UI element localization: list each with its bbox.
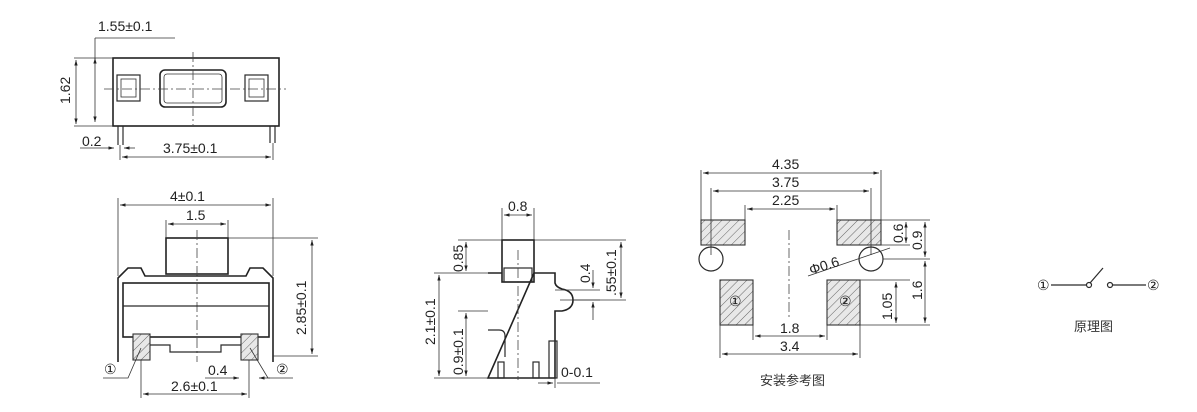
dimension-0-6-pad: 0.6 bbox=[881, 219, 930, 246]
dimension-2-25: 2.25 bbox=[744, 192, 838, 220]
side-view: 0.8 0.85 2.1±0.1 0.9±0.1 0.4 bbox=[422, 198, 626, 388]
pad-1-label: ① bbox=[729, 293, 742, 309]
dimension-2-6: 2.6±0.1 bbox=[140, 360, 250, 398]
dimension-0-85: 0.85 bbox=[450, 239, 502, 272]
dimension-3-75-pad: 3.75 bbox=[710, 174, 872, 255]
dimension-4-35: 4.35 bbox=[700, 156, 882, 220]
top-view-body bbox=[104, 52, 286, 145]
dim-label: 0.9±0.1 bbox=[450, 328, 466, 375]
terminal-1-callout: ① bbox=[103, 347, 142, 379]
dim-label: 2.6±0.1 bbox=[171, 378, 218, 394]
dimension-3-4: 3.4 bbox=[719, 325, 861, 358]
dimension-0-0-1: 0-0.1 bbox=[538, 364, 600, 388]
dimension-2-85: 2.85±0.1 bbox=[228, 237, 318, 357]
dim-label: 0.8 bbox=[508, 198, 528, 214]
dim-label: 4.35 bbox=[772, 156, 799, 172]
dim-label: 1.62 bbox=[57, 77, 73, 104]
schematic-terminal-2: ② bbox=[1147, 277, 1160, 293]
dimension-0-4: 0.4 bbox=[205, 362, 270, 380]
dim-label: 0.2 bbox=[82, 133, 102, 149]
dimension-1-55: 1.55±0.1 bbox=[93, 18, 175, 122]
mounting-reference: ① ② 4.35 3.75 2.25 0.6 bbox=[698, 156, 930, 389]
top-view: 1.55±0.1 1.62 0.2 3.75±0.1 bbox=[57, 18, 286, 160]
dimension-1-6: 1.6 bbox=[860, 261, 930, 326]
dim-label: Φ0.6 bbox=[807, 253, 841, 278]
dim-label: 0.4 bbox=[577, 263, 593, 283]
side-view-body bbox=[486, 239, 574, 380]
dimension-0-2: 0.2 bbox=[80, 133, 135, 150]
contact-left bbox=[1085, 281, 1093, 289]
dim-label: .55±0.1 bbox=[603, 249, 619, 296]
switch-lever bbox=[1089, 267, 1104, 284]
dimension-2-1: 2.1±0.1 bbox=[422, 272, 488, 379]
dimension-1-8: 1.8 bbox=[752, 320, 828, 340]
dim-label: 0.85 bbox=[450, 245, 466, 272]
terminal-2-callout: ② bbox=[249, 347, 293, 379]
front-view: 4±0.1 1.5 2.85±0.1 0.4 2.6±0.1 ① bbox=[103, 188, 318, 398]
dim-label: 1.05 bbox=[879, 293, 895, 320]
dim-label: 2.25 bbox=[772, 192, 799, 208]
dim-label: 1.5 bbox=[186, 207, 206, 223]
dim-label: 1.55±0.1 bbox=[98, 18, 153, 34]
dimension-0-8: 0.8 bbox=[501, 198, 535, 240]
dim-label: 3.4 bbox=[780, 338, 800, 354]
terminal-2-label: ② bbox=[276, 361, 289, 377]
dimension-right-height: .55±0.1 bbox=[534, 239, 626, 301]
mounting-pads: ① ② bbox=[698, 219, 884, 326]
dim-label: 2.85±0.1 bbox=[293, 280, 309, 335]
dim-label: 0.9 bbox=[909, 230, 925, 250]
dim-label: 3.75 bbox=[772, 174, 799, 190]
dimension-1-5: 1.5 bbox=[165, 207, 229, 238]
pad-2-label: ② bbox=[839, 293, 852, 309]
dimension-1-62: 1.62 bbox=[57, 57, 113, 127]
dimension-1-05: 1.05 bbox=[860, 279, 910, 323]
schematic-caption: 原理图 bbox=[1074, 320, 1113, 335]
dim-label: 0-0.1 bbox=[561, 364, 593, 380]
dimension-4: 4±0.1 bbox=[117, 188, 274, 276]
terminal-1-label: ① bbox=[104, 361, 117, 377]
dimension-0-9: 0.9±0.1 bbox=[450, 310, 488, 376]
contact-right bbox=[1106, 281, 1114, 289]
dim-label: 1.8 bbox=[780, 320, 800, 336]
dim-label: 2.1±0.1 bbox=[422, 298, 438, 345]
dimension-0-9-pad: 0.9 bbox=[883, 222, 930, 260]
dim-label: 3.75±0.1 bbox=[163, 140, 218, 156]
dimension-hole-diameter: Φ0.6 bbox=[807, 247, 891, 278]
mounting-reference-caption: 安装参考图 bbox=[760, 373, 825, 389]
front-view-body bbox=[117, 230, 274, 362]
dimension-3-75: 3.75±0.1 bbox=[119, 140, 274, 160]
dim-label: 4±0.1 bbox=[170, 188, 205, 204]
dim-label: 0.6 bbox=[890, 223, 906, 243]
dim-label: 0.4 bbox=[208, 362, 228, 378]
schematic-terminal-1: ① bbox=[1037, 277, 1050, 293]
dim-label: 1.6 bbox=[909, 280, 925, 300]
schematic: ① ② 原理图 bbox=[1037, 267, 1160, 335]
